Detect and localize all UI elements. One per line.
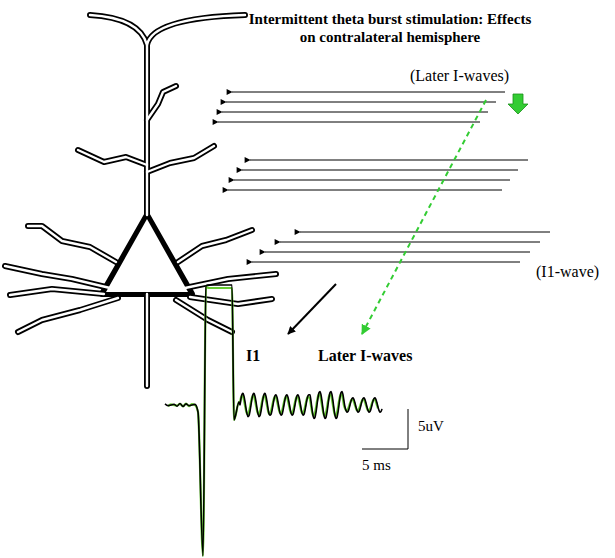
i1-arrow — [288, 284, 336, 334]
input-arrow — [228, 190, 502, 191]
pyramidal-neuron — [5, 15, 276, 386]
scale-bar — [362, 409, 408, 449]
input-arrow — [218, 122, 480, 123]
input-arrow — [234, 180, 510, 181]
input-arrow — [265, 252, 530, 253]
green-trace — [168, 286, 378, 556]
input-arrow — [300, 232, 550, 233]
input-arrow — [280, 242, 540, 243]
wave-label: (Later I-waves) — [410, 66, 509, 85]
wave-label: (I1-wave) — [536, 262, 599, 281]
input-arrow — [250, 160, 528, 161]
input-arrow — [226, 102, 496, 103]
green-down-arrow — [508, 94, 528, 114]
wave-label: I1 — [246, 346, 260, 365]
green-dashed-arrow — [362, 100, 486, 334]
input-arrow — [252, 262, 520, 263]
figure-title: Intermittent theta burst stimulation: Ef… — [240, 10, 540, 46]
recording-traces — [165, 285, 382, 556]
input-arrow — [242, 170, 518, 171]
black-trace — [165, 285, 382, 556]
scale-label: 5 ms — [362, 456, 391, 474]
input-arrows — [218, 92, 550, 262]
input-arrow — [232, 92, 505, 93]
scale-label: 5uV — [418, 417, 444, 435]
wave-label: Later I-waves — [318, 346, 412, 365]
input-arrow — [222, 112, 488, 113]
